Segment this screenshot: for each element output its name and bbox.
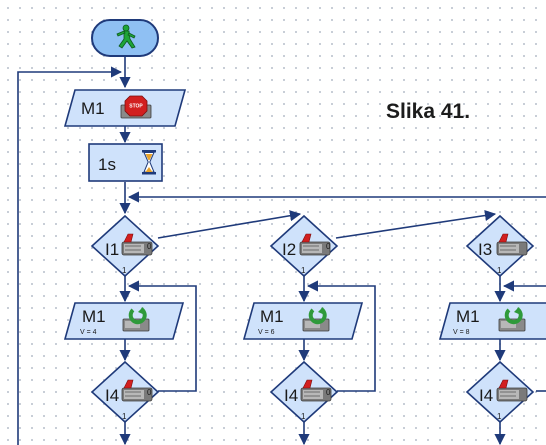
- branch-i2-no: 0: [326, 242, 331, 251]
- motor-block-1-label: M1: [82, 307, 106, 326]
- branch-i2-label: I2: [282, 240, 296, 259]
- branch-i3[interactable]: I3 1: [465, 214, 535, 278]
- motor-block-3-label: M1: [456, 307, 480, 326]
- branch-sensor-1[interactable]: I4 0 1: [90, 360, 160, 424]
- branch-i1[interactable]: I1 0 1: [90, 214, 160, 278]
- branch-sensor-3-label: I4: [479, 386, 493, 405]
- motor-block-2[interactable]: M1 V = 6: [242, 302, 364, 340]
- branch-sensor-1-label: I4: [105, 386, 119, 405]
- connector-lines: [17, 57, 546, 445]
- branch-i3-yes: 1: [497, 266, 502, 275]
- start-block[interactable]: [91, 19, 159, 57]
- motor-stop-block[interactable]: M1 STOP: [63, 89, 187, 127]
- motor-block-3-speed: V = 8: [453, 329, 470, 336]
- outer-loop-line: [17, 66, 123, 445]
- branch-sensor-3[interactable]: I4 1: [465, 360, 535, 424]
- stop-sign-icon: STOP: [120, 95, 152, 119]
- branch-i1-yes: 1: [122, 266, 127, 275]
- motor-block-1[interactable]: M1 V = 4: [63, 302, 185, 340]
- branch-sensor-3-yes: 1: [497, 412, 502, 421]
- hourglass-icon: [142, 150, 156, 175]
- branch-sensor-2-label: I4: [284, 386, 298, 405]
- branch-i2-yes: 1: [301, 266, 306, 275]
- branch-i1-no: 0: [147, 242, 152, 251]
- branch-sensor-2-no: 0: [326, 388, 331, 397]
- motor-stop-label: M1: [81, 99, 105, 118]
- branch-sensor-1-yes: 1: [122, 412, 127, 421]
- figure-caption: Slika 41.: [386, 100, 471, 123]
- branch-i1-label: I1: [105, 240, 119, 259]
- column-1: I1 0 1 M1 V = 4 I4 0 1: [63, 214, 185, 424]
- branch-sensor-1-no: 0: [147, 388, 152, 397]
- delay-label: 1s: [98, 155, 116, 174]
- branch-i2[interactable]: I2 0 1: [269, 214, 339, 278]
- svg-text:STOP: STOP: [129, 104, 143, 110]
- column-3: I3 1 M1 V = 8 I4 1: [438, 214, 546, 424]
- delay-block[interactable]: 1s: [88, 143, 163, 182]
- arrow-i1-to-i2: [157, 210, 302, 239]
- motor-block-2-speed: V = 6: [258, 329, 275, 336]
- loop-sensor2: [306, 280, 376, 392]
- motor-block-3[interactable]: M1 V = 8: [438, 302, 546, 340]
- branch-i3-label: I3: [478, 240, 492, 259]
- branch-sensor-2[interactable]: I4 0 1: [269, 360, 339, 424]
- arrow-i2-to-i3: [335, 209, 497, 239]
- loop-sensor1: [127, 280, 197, 392]
- walking-man-icon: [116, 24, 136, 49]
- motor-block-1-speed: V = 4: [80, 329, 97, 336]
- column-2: I2 0 1 M1 V = 6 I4 0 1: [242, 214, 364, 424]
- motor-block-2-label: M1: [260, 307, 284, 326]
- branch-sensor-2-yes: 1: [301, 412, 306, 421]
